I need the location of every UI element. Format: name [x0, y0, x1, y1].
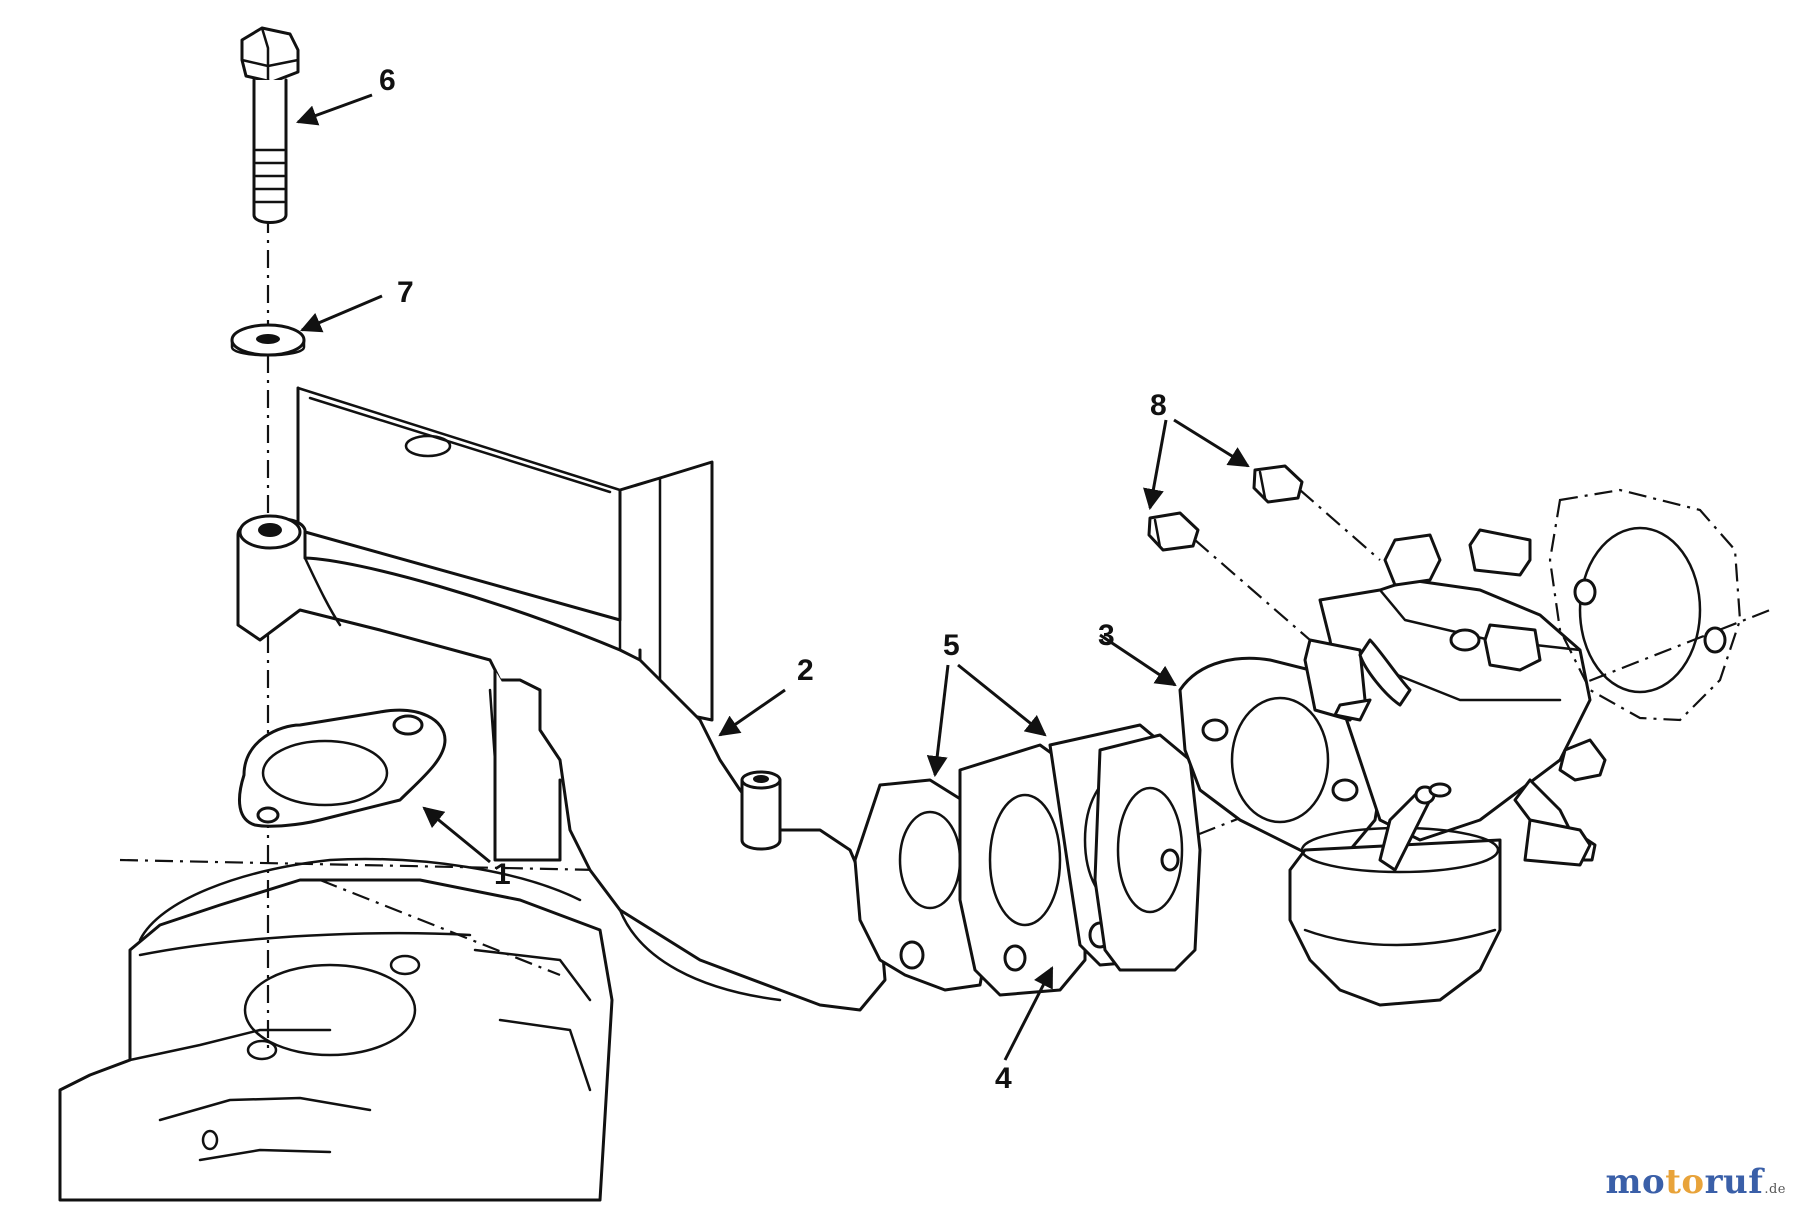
callout-2: 2 [797, 654, 814, 687]
callout-3: 3 [1098, 619, 1115, 652]
watermark-logo: motoruf [1605, 1162, 1764, 1202]
carburetor-fittings [1147, 464, 1381, 641]
carburetor-gasket [1093, 733, 1202, 972]
leader-4 [1003, 966, 1054, 1061]
head-gasket [238, 708, 447, 828]
carburetor [1178, 528, 1607, 1007]
leader-3 [1099, 633, 1177, 687]
callout-6: 6 [379, 64, 396, 97]
leader-1 [422, 806, 491, 864]
callout-1: 1 [494, 858, 511, 891]
watermark-domain: .de [1764, 1182, 1786, 1197]
leader-8a [1143, 419, 1168, 511]
callout-4: 4 [995, 1062, 1012, 1095]
bolt [240, 26, 300, 224]
leader-6 [296, 93, 373, 126]
washer [230, 323, 306, 357]
intake-manifold [236, 386, 992, 1012]
callout-labels: 6 7 2 1 3 4 5 8 [379, 64, 1167, 1095]
leader-8b [1173, 418, 1250, 468]
callout-8: 8 [1150, 389, 1167, 422]
leader-2 [718, 688, 786, 737]
engine-cylinder-head [58, 857, 614, 1202]
callout-7: 7 [397, 276, 414, 309]
leader-5b [957, 663, 1047, 737]
leader-7 [300, 294, 383, 333]
air-cleaner-gasket-outline [1548, 488, 1742, 722]
callout-5: 5 [943, 629, 960, 662]
leader-5a [926, 664, 950, 778]
leader-lines [296, 93, 1250, 1061]
motoruf-watermark: motoruf.de [1606, 1162, 1786, 1202]
